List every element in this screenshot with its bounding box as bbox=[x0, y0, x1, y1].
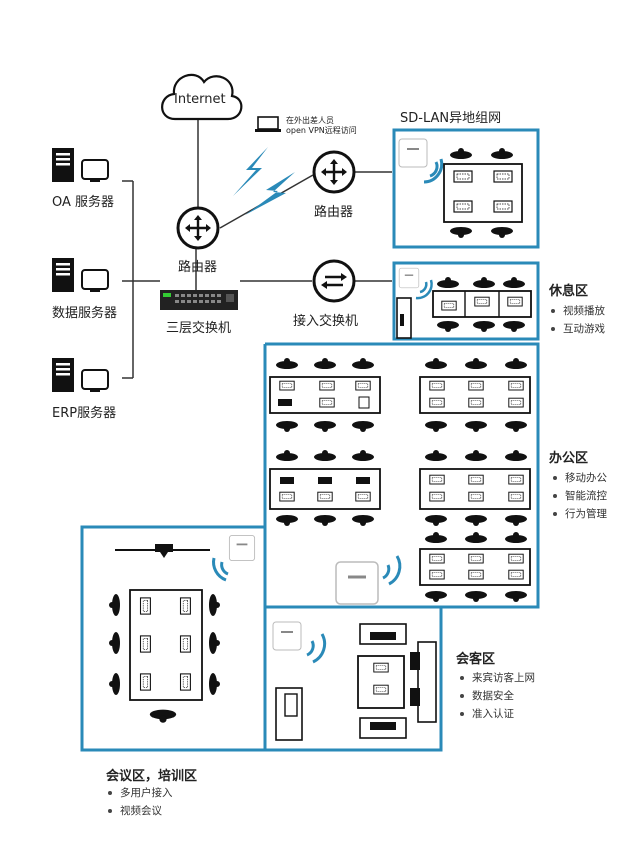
office-zone bbox=[269, 358, 531, 605]
erp-server-icon bbox=[51, 357, 109, 393]
sdlan-title: SD-LAN异地组网 bbox=[400, 111, 502, 126]
list-item: 互动游戏 bbox=[549, 320, 605, 338]
core-router-label: 路由器 bbox=[178, 260, 218, 275]
data-server-icon bbox=[51, 257, 109, 293]
list-item: 来宾访客上网 bbox=[458, 669, 535, 687]
server-label-erp: ERP服务器 bbox=[52, 406, 117, 421]
list-item: 移动办公 bbox=[551, 469, 607, 487]
oa-server-icon bbox=[51, 147, 109, 183]
list-item: 视频播放 bbox=[549, 302, 605, 320]
remote-laptop-icon bbox=[255, 116, 281, 132]
reception-zone-list: 来宾访客上网 数据安全 准入认证 bbox=[458, 669, 535, 723]
list-item: 行为管理 bbox=[551, 505, 607, 523]
access-switch-icon bbox=[312, 259, 356, 303]
list-item: 智能流控 bbox=[551, 487, 607, 505]
internet-cloud-icon bbox=[161, 73, 243, 121]
core-switch-icon bbox=[160, 290, 238, 310]
rest-zone-title: 休息区 bbox=[549, 284, 589, 299]
remote-note-line2: open VPN远程访问 bbox=[286, 126, 357, 135]
server-label-data: 数据服务器 bbox=[52, 306, 118, 321]
list-item: 多用户接入 bbox=[106, 784, 173, 802]
office-zone-list: 移动办公 智能流控 行为管理 bbox=[551, 469, 607, 523]
rest-zone bbox=[396, 267, 532, 339]
meeting-zone-list: 多用户接入 视频会议 bbox=[106, 784, 173, 820]
internet-label: Internet bbox=[174, 92, 226, 107]
connection-lines bbox=[122, 119, 392, 379]
list-item: 准入认证 bbox=[458, 705, 535, 723]
reception-zone bbox=[272, 621, 437, 741]
access-switch-label: 接入交换机 bbox=[293, 314, 359, 329]
reception-zone-title: 会客区 bbox=[456, 652, 496, 667]
list-item: 数据安全 bbox=[458, 687, 535, 705]
remote-note-line1: 在外出差人员 bbox=[286, 116, 334, 125]
zone-borders bbox=[80, 128, 540, 752]
server-label-oa: OA 服务器 bbox=[52, 195, 115, 210]
core-switch-label: 三层交换机 bbox=[166, 321, 232, 336]
meeting-zone-title: 会议区，培训区 bbox=[106, 769, 198, 784]
list-item: 视频会议 bbox=[106, 802, 173, 820]
core-router-icon bbox=[176, 206, 220, 250]
office-zone-title: 办公区 bbox=[549, 451, 589, 466]
sdlan-router-icon bbox=[312, 150, 356, 194]
meeting-zone bbox=[109, 534, 256, 723]
rest-zone-list: 视频播放 互动游戏 bbox=[549, 302, 605, 338]
vpn-lightning-icon bbox=[233, 147, 295, 215]
sdlan-zone bbox=[398, 138, 523, 238]
sdlan-router-label: 路由器 bbox=[314, 205, 354, 220]
